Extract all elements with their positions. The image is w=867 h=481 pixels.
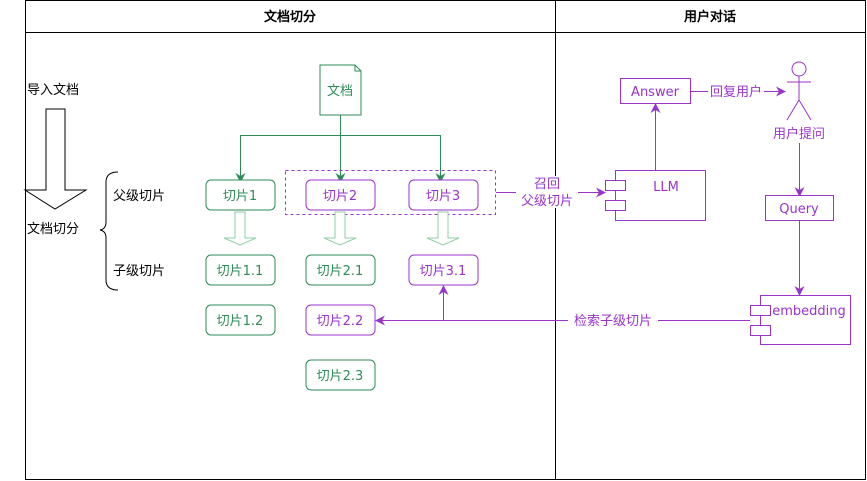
answer-label: Answer	[631, 85, 680, 100]
big-down-arrow-icon	[23, 108, 88, 210]
child-chunk-2-1-label: 切片2.1	[317, 264, 364, 279]
child-chunk-3-1-label: 切片3.1	[420, 264, 467, 279]
component-icon	[605, 180, 626, 191]
curly-brace-icon	[99, 171, 119, 291]
split-arrow-icon	[323, 211, 357, 246]
parent-chunk-1[interactable]: 切片1	[205, 179, 276, 211]
lane-title-split: 文档切分	[264, 9, 316, 25]
parent-chunk-3-label: 切片3	[426, 189, 460, 204]
split-arrow-icon	[426, 211, 460, 246]
parent-chunk-3[interactable]: 切片3	[408, 179, 479, 211]
embedding-label: embedding	[772, 304, 846, 319]
child-chunk-label: 子级切片	[113, 264, 165, 279]
actor-icon[interactable]	[786, 61, 812, 121]
doc-to-parent-connectors	[235, 115, 446, 183]
answer-box[interactable]: Answer	[620, 78, 691, 104]
lane-title-dialog: 用户对话	[683, 9, 736, 25]
split-arrows	[223, 211, 460, 246]
child-chunk-2-2-label: 切片2.2	[317, 314, 364, 329]
child-chunk-1-2-label: 切片1.2	[217, 314, 264, 329]
split-doc-label: 文档切分	[27, 222, 79, 237]
document-icon	[319, 64, 362, 116]
child-chunk-2-2[interactable]: 切片2.2	[305, 304, 376, 336]
parent-chunk-1-label: 切片1	[223, 189, 257, 204]
recall-label-line1: 召回	[534, 177, 560, 192]
embedding-component[interactable]: embedding	[750, 295, 851, 345]
recalled-parent-group	[285, 170, 496, 215]
llm-component[interactable]: LLM	[605, 170, 706, 221]
recall-label-line2: 父级切片	[521, 194, 573, 209]
query-label: Query	[779, 202, 819, 217]
child-chunk-1-1-label: 切片1.1	[217, 264, 264, 279]
parent-chunk-label: 父级切片	[113, 189, 165, 204]
retrieve-children-label: 检索子级切片	[574, 314, 652, 329]
child-chunk-2-3[interactable]: 切片2.3	[305, 359, 376, 391]
reply-user-edge: 回复用户	[691, 83, 786, 100]
component-icon	[750, 305, 771, 316]
document-node[interactable]: 文档	[319, 64, 362, 116]
retrieve-children-edge: 检索子级切片	[375, 285, 750, 329]
child-chunk-1-2[interactable]: 切片1.2	[205, 304, 276, 336]
child-chunk-1-1[interactable]: 切片1.1	[205, 254, 276, 286]
recall-parent-edge: 召回 父级切片	[496, 176, 606, 209]
swimlane-frame	[25, 0, 866, 480]
user-question-label: 用户提问	[773, 126, 825, 142]
query-box[interactable]: Query	[765, 195, 834, 221]
reply-user-label: 回复用户	[710, 84, 762, 100]
document-label: 文档	[327, 84, 353, 99]
child-chunk-2-3-label: 切片2.3	[317, 369, 364, 384]
import-doc-label: 导入文档	[27, 83, 79, 98]
split-arrow-icon	[223, 211, 257, 246]
parent-chunk-2-label: 切片2	[323, 189, 357, 204]
parent-chunk-2[interactable]: 切片2	[305, 179, 376, 211]
llm-label: LLM	[653, 180, 679, 195]
child-chunk-3-1[interactable]: 切片3.1	[408, 254, 479, 286]
child-chunk-2-1[interactable]: 切片2.1	[305, 254, 376, 286]
